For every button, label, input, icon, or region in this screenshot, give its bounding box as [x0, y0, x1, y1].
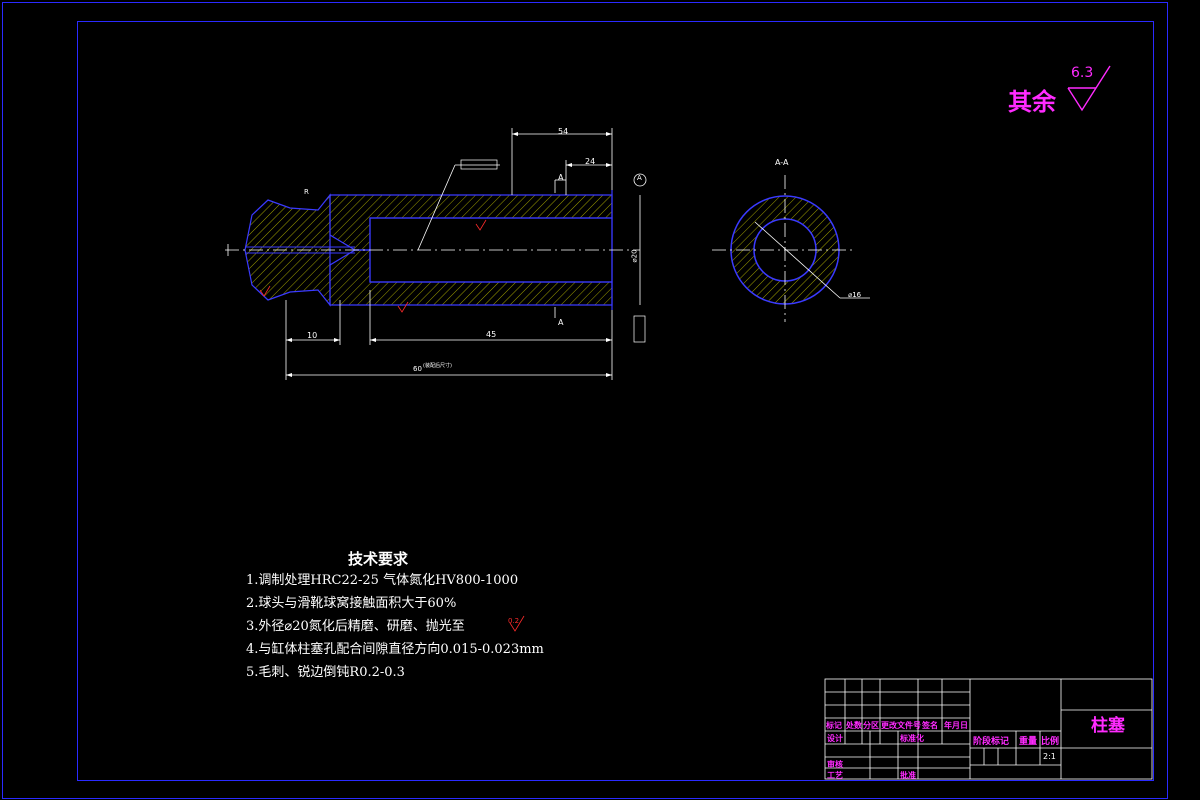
- tb-zone: 分区: [863, 721, 879, 730]
- tb-count: 处数: [846, 721, 862, 730]
- tb-stage: 阶段标记: [973, 737, 1010, 747]
- tb-weight: 重量: [1019, 737, 1038, 747]
- tb-std: 标准化: [900, 734, 924, 743]
- tolerance-frame-2: [633, 315, 646, 343]
- roughness-symbol: [1067, 65, 1111, 112]
- roughness-value: 6.3: [1071, 65, 1094, 81]
- tech-requirements-title: 技术要求: [348, 550, 409, 568]
- outer-border: [2, 2, 1168, 799]
- dim-54: 54: [558, 127, 569, 136]
- dimension-arrows: [286, 132, 612, 377]
- tb-process: 工艺: [827, 771, 843, 780]
- section-dia-label: ⌀16: [848, 291, 862, 299]
- radius-label: R: [304, 188, 309, 196]
- red-roughness-marks: [259, 219, 525, 632]
- tech-item-4: 4.与缸体柱塞孔配合间隙直径方向0.015-0.023mm: [246, 642, 544, 657]
- dim-45: 45: [486, 330, 497, 339]
- tech-item-2: 2.球头与滑靴球窝接触面积大于60%: [246, 596, 457, 611]
- datum-label: A: [637, 174, 642, 182]
- dim-24: 24: [585, 157, 596, 166]
- tb-scale-value: 2:1: [1043, 752, 1056, 761]
- tb-check: 审核: [827, 760, 843, 769]
- tb-sign: 签名: [922, 721, 938, 730]
- tb-approve: 批准: [900, 771, 916, 780]
- tb-scale: 比例: [1041, 737, 1060, 747]
- dim-60: 60: [413, 365, 422, 373]
- tb-mark: 标记: [826, 721, 842, 730]
- part-name: 柱塞: [1091, 716, 1125, 736]
- roughness-label: 其余: [1008, 88, 1056, 116]
- dim-60-note: (装配后尺寸): [423, 363, 452, 369]
- tb-date: 年月日: [944, 721, 968, 730]
- section-label: A-A: [775, 158, 789, 167]
- tech-requirements-list: 1.调制处理HRC22-25 气体氮化HV800-1000 2.球头与滑靴球窝接…: [246, 572, 544, 687]
- dimension-lines: [227, 128, 641, 380]
- tech-item-3: 3.外径⌀20氮化后精磨、研磨、抛光至: [246, 619, 465, 634]
- section-mark-bottom: A: [558, 318, 564, 327]
- plunger-section: [225, 190, 640, 310]
- section-mark-top: A: [558, 173, 564, 182]
- tb-design: 设计: [827, 734, 843, 743]
- tb-doc: 更改文件号: [881, 721, 921, 730]
- dim-phi20: ⌀20: [630, 249, 639, 263]
- item3-roughness-value: 0.2: [508, 617, 520, 625]
- tolerance-frame: [460, 159, 498, 170]
- tech-item-1: 1.调制处理HRC22-25 气体氮化HV800-1000: [246, 573, 519, 588]
- tech-item-5: 5.毛刺、锐边倒钝R0.2-0.3: [246, 665, 405, 680]
- drawing-frame: [77, 21, 1154, 781]
- section-view: [712, 175, 870, 322]
- title-block-grid: [824, 678, 1153, 780]
- dim-10: 10: [307, 331, 318, 340]
- datum-symbol: [633, 173, 647, 187]
